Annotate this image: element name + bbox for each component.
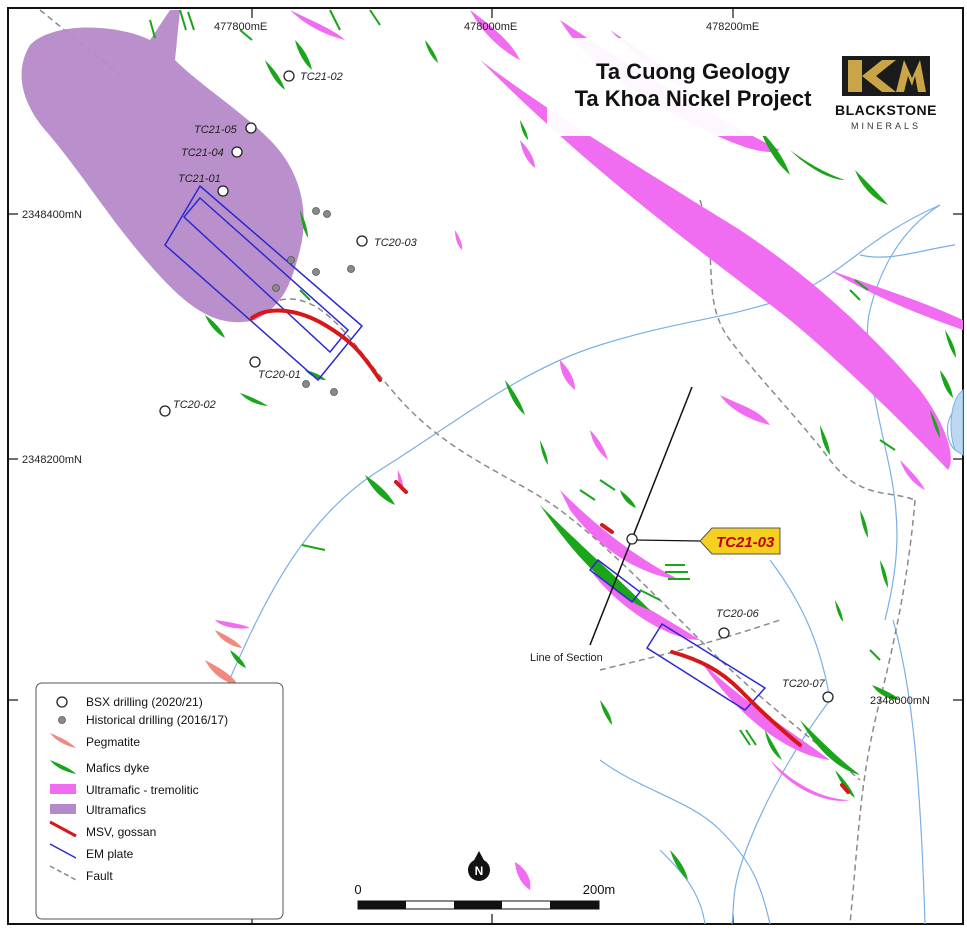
- highlight-callout: TC21-03: [699, 527, 781, 555]
- legend-label-fault: Fault: [86, 869, 113, 883]
- collar-tc21-03: [626, 533, 638, 545]
- scale-end-label: 200m: [583, 882, 616, 897]
- historical-drill-dots: [272, 207, 355, 396]
- logo-sub: MINERALS: [851, 121, 921, 131]
- collar-tc20-06: [718, 627, 730, 639]
- legend-label-pegmatite: Pegmatite: [86, 735, 140, 749]
- legend-symbol-fault: [49, 865, 77, 881]
- legend-symbol-bsx: [56, 696, 68, 708]
- highlight-callout-text: TC21-03: [716, 534, 775, 551]
- grid-ticks: [8, 8, 963, 924]
- easting-478200: 478200mE: [706, 21, 759, 33]
- collar-tc21-01: [217, 185, 229, 197]
- map-border: [7, 7, 964, 925]
- label-tc21-05: TC21-05: [194, 124, 238, 136]
- label-tc20-01: TC20-01: [258, 369, 301, 381]
- northing-2348400: 2348400mN: [22, 209, 82, 221]
- em-plates: [164, 184, 767, 711]
- collar-tc21-02: [283, 70, 295, 82]
- easting-477800: 477800mE: [214, 21, 267, 33]
- ultramafics-body: [21, 10, 304, 323]
- title-line2: Ta Khoa Nickel Project: [575, 86, 812, 111]
- legend-symbol-msv: [49, 820, 77, 838]
- collar-tc20-03: [356, 235, 368, 247]
- north-arrow-label: N: [475, 864, 484, 878]
- label-tc21-02: TC21-02: [300, 71, 343, 83]
- legend-symbol-pegmatite: [50, 733, 76, 748]
- scale-bar: 0 200m: [354, 882, 616, 910]
- legend-label-tremolitic: Ultramafic - tremolitic: [86, 783, 199, 797]
- legend-label-historical: Historical drilling (2016/17): [86, 713, 228, 727]
- label-tc21-01: TC21-01: [178, 173, 221, 185]
- mafic-ticks: [149, 9, 896, 746]
- legend-label-bsx: BSX drilling (2020/21): [86, 695, 203, 709]
- legend-label-ultramafics: Ultramafics: [86, 803, 146, 817]
- title-box: Ta Cuong Geology Ta Khoa Nickel Project …: [547, 38, 952, 136]
- logo-name: BLACKSTONE: [835, 102, 937, 118]
- msv-gossan: [250, 308, 850, 794]
- legend-symbol-ultramafics: [50, 804, 76, 814]
- callout-leader: [633, 539, 701, 542]
- lake: [950, 388, 964, 456]
- scale-start-label: 0: [354, 882, 361, 897]
- title-line1: Ta Cuong Geology: [596, 59, 791, 84]
- north-arrow-icon: N: [468, 851, 490, 881]
- collar-tc21-04: [231, 146, 243, 158]
- line-of-section: [589, 386, 693, 646]
- blackstone-logo-icon: [842, 56, 930, 96]
- northing-2348000: 2348000mN: [870, 695, 930, 707]
- label-tc20-07: TC20-07: [782, 678, 826, 690]
- label-tc20-06: TC20-06: [716, 608, 760, 620]
- easting-478000: 478000mE: [464, 21, 517, 33]
- collar-tc21-05: [245, 122, 257, 134]
- label-tc20-03: TC20-03: [374, 237, 418, 249]
- legend-symbol-mafic: [50, 760, 76, 774]
- label-tc21-04: TC21-04: [181, 147, 224, 159]
- legend-symbol-historical: [58, 716, 66, 724]
- pegmatite-units: [205, 630, 242, 685]
- legend-symbol-tremolitic: [50, 784, 76, 794]
- northing-2348200: 2348200mN: [22, 454, 82, 466]
- legend: BSX drilling (2020/21) Historical drilli…: [35, 682, 284, 920]
- legend-symbol-em: [49, 843, 77, 859]
- legend-label-msv: MSV, gossan: [86, 825, 156, 839]
- label-tc20-02: TC20-02: [173, 399, 216, 411]
- legend-label-mafic: Mafics dyke: [86, 761, 150, 775]
- bsx-drill-collars: [159, 70, 834, 703]
- mafic-dykes: [205, 40, 956, 880]
- line-of-section-label: Line of Section: [530, 652, 603, 664]
- legend-label-em: EM plate: [86, 847, 134, 861]
- collar-tc20-02: [159, 405, 171, 417]
- collar-tc20-01: [249, 356, 261, 368]
- collar-tc20-07: [822, 691, 834, 703]
